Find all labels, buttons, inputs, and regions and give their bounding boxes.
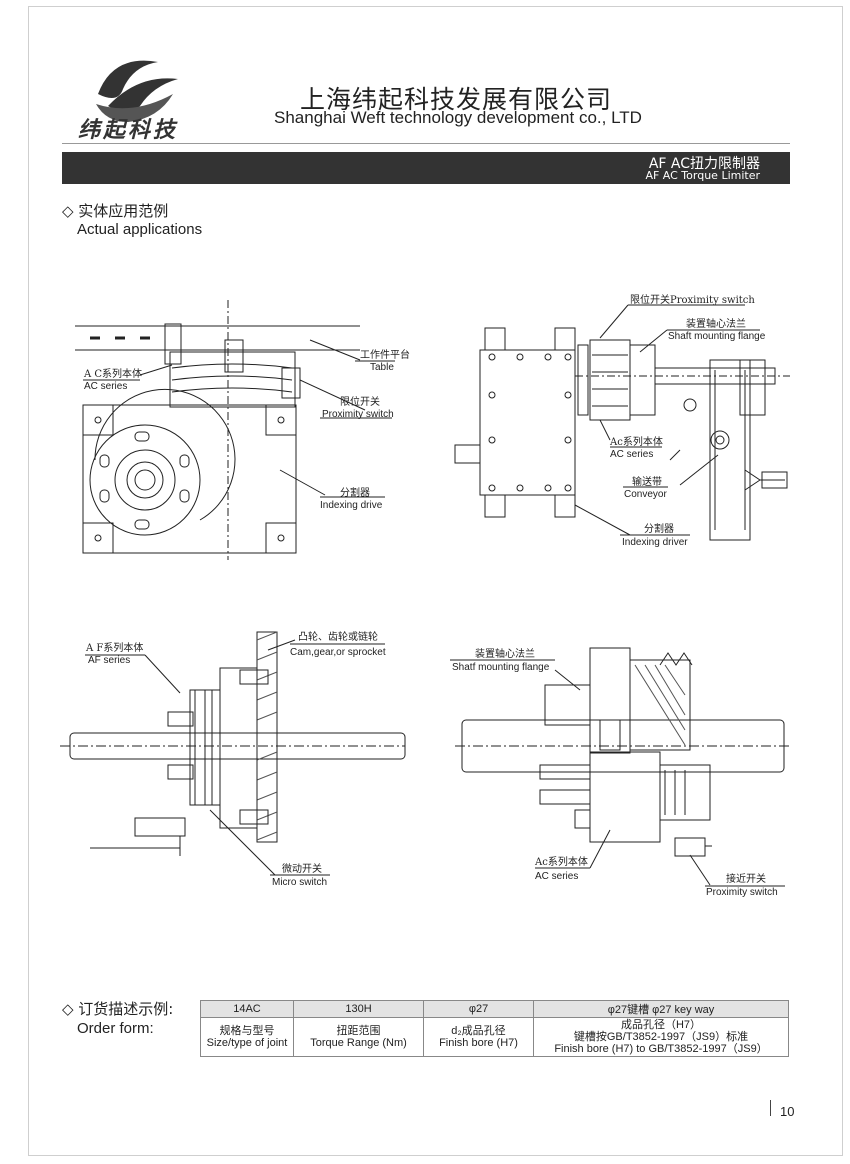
d4-ac-label-cn: Ac系列本体 [535, 857, 588, 868]
d3-cam-label-en: Cam,gear,or sprocket [290, 647, 386, 658]
product-banner: AF AC扭力限制器 AF AC Torque Limiter [62, 152, 790, 184]
d4-flange-label-cn: 装置轴心法兰 [475, 649, 535, 660]
desc-bore-en: Finish bore (H7) [439, 1037, 518, 1049]
company-name-cn: 上海纬起科技发展有限公司 [300, 85, 613, 114]
desc-torque-en: Torque Range (Nm) [310, 1037, 407, 1049]
d1-idx-label-en: Indexing drive [320, 500, 383, 511]
page-number: 10 [780, 1104, 795, 1119]
d1-table-label-en: Table [370, 362, 394, 373]
d3-af-label-cn: A F系列本体 [86, 643, 144, 654]
desc-keyway-cn: 成品孔径（H7） [620, 1019, 702, 1031]
example-bore: φ27 [423, 1000, 534, 1018]
example-keyway: φ27键槽 φ27 key way [533, 1000, 789, 1018]
d2-ac-label-en: AC series [610, 449, 654, 460]
diagram-4-drawing [450, 647, 790, 887]
d1-table-label-cn: 工作件平台 [360, 350, 410, 361]
desc-size-en: Size/type of joint [206, 1037, 288, 1049]
d4-prox-label-cn: 接近开关 [726, 874, 766, 885]
desc-size-cn: 规格与型号 [219, 1025, 275, 1037]
company-name-en: Shanghai Weft technology development co.… [274, 108, 642, 127]
example-size: 14AC [200, 1000, 294, 1018]
d3-micro-label-en: Micro switch [272, 877, 328, 888]
section-apps-title-cn: ◇ 实体应用范例 [62, 202, 169, 220]
d2-flange-label-cn: 装置轴心法兰 [686, 319, 746, 330]
d3-micro-label-cn: 微动开关 [282, 864, 322, 875]
banner-title-cn: AF AC扭力限制器 [648, 156, 760, 172]
d1-prox-label-en: Proximity switch [322, 409, 394, 420]
diagram-3-drawing [60, 631, 406, 876]
d1-prox-label-cn: 限位开关 [340, 397, 380, 408]
section-apps-title-en: Actual applications [77, 221, 203, 238]
order-example-row: 14AC 130H φ27 φ27键槽 φ27 key way [200, 1000, 789, 1018]
desc-bore-cn: d₂成品孔径 [451, 1025, 506, 1037]
order-form-title-en: Order form: [77, 1020, 154, 1037]
d2-prox-label: 限位开关Proximity switch [630, 295, 755, 306]
company-logo-icon [96, 60, 178, 122]
d2-flange-label-en: Shaft mounting flange [668, 331, 766, 342]
desc-keyway-std: 键槽按GB/T3852-1997（JS9）标准 [573, 1031, 749, 1043]
page-number-divider [770, 1100, 771, 1116]
order-form-title-cn: ◇ 订货描述示例: [62, 1000, 174, 1018]
desc-keyway-en: Finish bore (H7) to GB/T3852-1997（JS9） [554, 1043, 768, 1055]
diagram-2-drawing [454, 304, 790, 541]
d3-cam-label-cn: 凸轮、齿轮或链轮 [298, 632, 378, 643]
d1-idx-label-cn: 分割器 [340, 488, 370, 499]
example-torque: 130H [293, 1000, 424, 1018]
desc-torque-cn: 扭距范围 [336, 1025, 381, 1037]
d3-af-label-en: AF series [88, 655, 131, 666]
header-divider [62, 143, 790, 144]
d4-ac-label-en: AC series [535, 871, 579, 882]
d2-conv-label-en: Conveyor [624, 489, 667, 500]
d2-conv-label-cn: 输送带 [632, 477, 662, 488]
d2-idx-label-en: Indexing driver [622, 537, 688, 548]
d2-idx-label-cn: 分割器 [644, 524, 674, 535]
banner-title-en: AF AC Torque Limiter [645, 169, 760, 182]
d2-ac-label-cn: Ac系列本体 [610, 437, 663, 448]
d1-ac-label-en: AC series [84, 381, 128, 392]
d1-ac-label-cn: A C系列本体 [84, 369, 143, 380]
diagram-1-drawing [75, 300, 395, 560]
page-frame [28, 6, 843, 1156]
logo-text: 纬起科技 [78, 117, 179, 143]
d4-prox-label-en: Proximity switch [706, 887, 778, 898]
d4-flange-label-en: Shatf mounting flange [452, 662, 550, 673]
